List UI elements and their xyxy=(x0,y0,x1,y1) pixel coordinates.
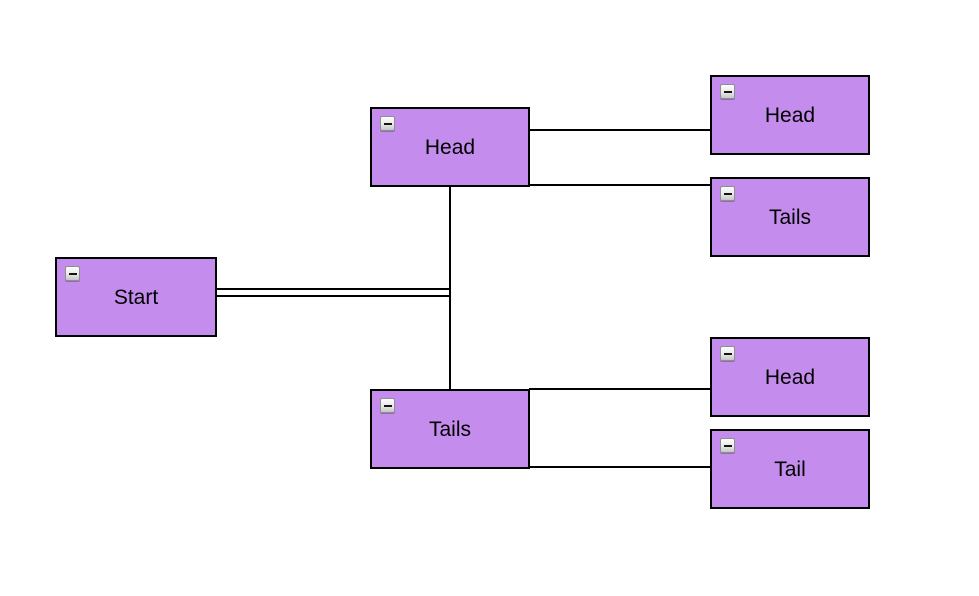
collapse-button-tails-head[interactable] xyxy=(720,346,735,361)
connector-head-to-head xyxy=(529,129,711,131)
collapse-button-tails-tail[interactable] xyxy=(720,438,735,453)
minus-icon xyxy=(723,90,732,93)
collapse-button-head-head[interactable] xyxy=(720,84,735,99)
node-tails[interactable]: Tails xyxy=(370,389,530,469)
node-head-head[interactable]: Head xyxy=(710,75,870,155)
connector-start-branch xyxy=(216,288,451,297)
collapse-button-head[interactable] xyxy=(380,116,395,131)
minus-icon xyxy=(383,404,392,407)
node-label: Tails xyxy=(428,417,471,441)
node-label: Start xyxy=(113,285,159,309)
collapse-button-start[interactable] xyxy=(65,266,80,281)
connector-head-to-tails xyxy=(529,184,711,186)
node-start[interactable]: Start xyxy=(55,257,217,337)
node-tails-tail[interactable]: Tail xyxy=(710,429,870,509)
minus-icon xyxy=(723,352,732,355)
node-label: Tails xyxy=(768,205,811,229)
connector-branch-vertical xyxy=(449,186,451,390)
collapse-button-tails[interactable] xyxy=(380,398,395,413)
node-label: Tail xyxy=(774,457,806,481)
node-label: Head xyxy=(764,365,816,389)
connector-tails-to-tail xyxy=(529,466,713,468)
node-label: Head xyxy=(424,135,476,159)
node-head[interactable]: Head xyxy=(370,107,530,187)
node-label: Head xyxy=(764,103,816,127)
minus-icon xyxy=(68,272,77,275)
connector-tails-to-head xyxy=(529,388,711,390)
node-head-tails[interactable]: Tails xyxy=(710,177,870,257)
minus-icon xyxy=(383,122,392,125)
minus-icon xyxy=(723,192,732,195)
node-tails-head[interactable]: Head xyxy=(710,337,870,417)
minus-icon xyxy=(723,444,732,447)
collapse-button-head-tails[interactable] xyxy=(720,186,735,201)
